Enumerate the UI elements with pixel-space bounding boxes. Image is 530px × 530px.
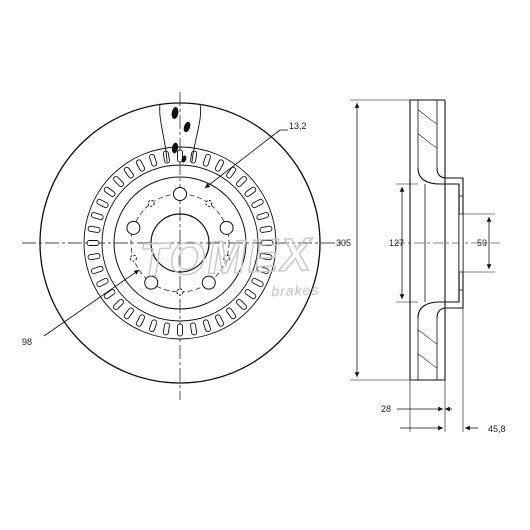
vent-slot bbox=[251, 198, 264, 209]
bolt-hole bbox=[201, 275, 216, 290]
vent-slot bbox=[190, 322, 198, 336]
vent-slot bbox=[135, 314, 146, 327]
bolt-hole-leader bbox=[204, 129, 281, 189]
vent-slot bbox=[244, 186, 257, 197]
brand-watermark: TOMEX brakes bbox=[139, 227, 320, 300]
center-bore bbox=[150, 213, 210, 273]
vent-slot bbox=[214, 159, 225, 172]
vent-slot bbox=[236, 176, 247, 187]
watermark-sub: brakes bbox=[271, 282, 320, 300]
vent-slot bbox=[87, 225, 101, 233]
vent-ring-inner bbox=[101, 164, 259, 322]
vent-slot bbox=[86, 240, 100, 246]
vent-slot bbox=[90, 265, 104, 274]
hub-diameter-label: 127 bbox=[389, 238, 404, 248]
vent-slot bbox=[202, 319, 211, 333]
friction-ring-outline bbox=[409, 99, 446, 381]
thickness-label: 28 bbox=[381, 404, 391, 414]
vent-slot bbox=[123, 166, 134, 179]
vent-slot bbox=[244, 289, 257, 300]
cooling-vanes-section bbox=[417, 100, 438, 380]
locating-hole bbox=[205, 199, 213, 207]
vent-slot bbox=[113, 176, 124, 187]
vent-slot bbox=[96, 277, 109, 288]
vent-slots bbox=[86, 149, 274, 337]
vent-slot bbox=[202, 153, 211, 167]
front-view bbox=[22, 92, 345, 400]
section-view bbox=[350, 99, 500, 432]
vent-slot bbox=[214, 314, 225, 327]
vent-slot bbox=[226, 166, 237, 179]
vent-slot bbox=[236, 299, 247, 310]
vent-slot bbox=[87, 253, 101, 261]
locating-hole bbox=[147, 199, 155, 207]
wear-indicator-cutout bbox=[159, 103, 202, 163]
vent-slot bbox=[149, 319, 158, 333]
vent-slot bbox=[113, 299, 124, 310]
vent-slot bbox=[177, 323, 183, 337]
locating-hole bbox=[129, 254, 137, 262]
vent-slot bbox=[123, 307, 134, 320]
vent-slot bbox=[177, 149, 183, 163]
vent-slot bbox=[259, 253, 273, 261]
bolt-hole bbox=[219, 220, 234, 235]
bolt-hole bbox=[126, 220, 141, 235]
height-label: 45,8 bbox=[488, 424, 506, 434]
pcd-leader bbox=[43, 269, 140, 337]
vent-ring-outer bbox=[83, 146, 277, 340]
bolt-holes bbox=[126, 187, 234, 296]
vent-slot bbox=[103, 289, 116, 300]
vent-slot bbox=[251, 277, 264, 288]
vent-slot bbox=[96, 198, 109, 209]
locating-hole bbox=[176, 288, 184, 296]
vent-slot bbox=[260, 240, 274, 246]
disc-outer-edge bbox=[39, 102, 321, 384]
locating-hole bbox=[223, 254, 231, 262]
bolt-hole bbox=[173, 187, 187, 201]
center-bore-label: 59 bbox=[477, 238, 487, 248]
pcd-dimension: 98 bbox=[22, 337, 32, 347]
wear-indicator-marks bbox=[171, 107, 191, 163]
outer-diameter-label: 305 bbox=[336, 238, 351, 248]
vent-slot bbox=[162, 322, 170, 336]
vent-slot bbox=[256, 212, 270, 221]
vent-slot bbox=[149, 153, 158, 167]
bolt-hole bbox=[144, 275, 159, 290]
vent-slot bbox=[259, 225, 273, 233]
watermark-brand: TOMEX bbox=[139, 228, 314, 286]
hub-outer-edge bbox=[113, 176, 247, 310]
bolt-hole-dimension: 13,2 bbox=[289, 121, 307, 131]
vent-slot bbox=[226, 307, 237, 320]
vent-slot bbox=[135, 159, 146, 172]
vent-slot bbox=[103, 186, 116, 197]
vent-slot bbox=[256, 265, 270, 274]
vent-slot bbox=[90, 212, 104, 221]
